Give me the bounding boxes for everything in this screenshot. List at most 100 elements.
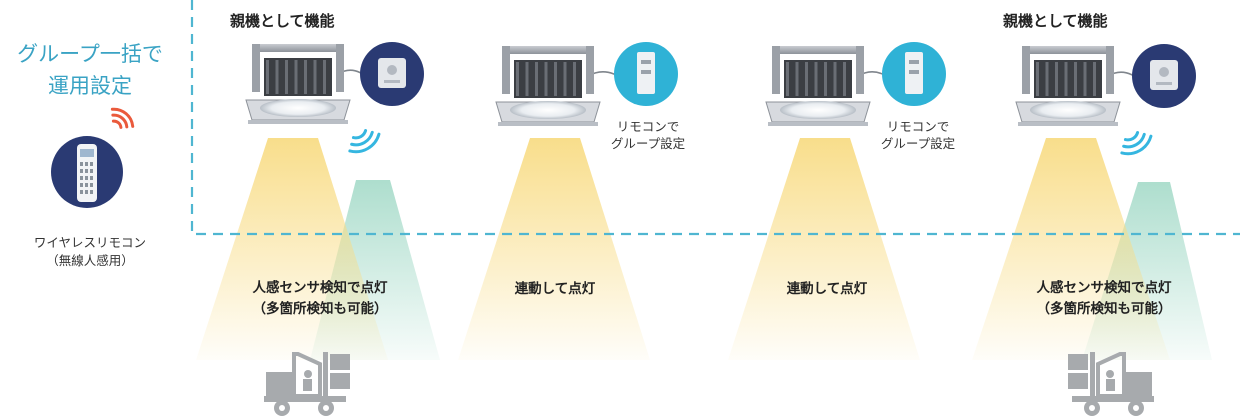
heatsink-fin (525, 62, 529, 96)
group-setting-title-line: 運用設定 (48, 74, 132, 98)
sensor-eye (1159, 67, 1169, 77)
wheel-hub (279, 405, 285, 411)
light-beam (728, 138, 920, 360)
group-setting-title: グループ一括で 運用設定 (0, 38, 180, 102)
ceiling-light-icon (765, 46, 871, 126)
cargo-box (1068, 373, 1088, 389)
remote-key (80, 190, 83, 194)
receiver-module-icon (882, 42, 946, 106)
remote-key (90, 176, 93, 180)
heatsink-fin (1036, 62, 1039, 96)
heatsink-fin (814, 62, 818, 96)
receiver-slot (641, 70, 651, 74)
heatsink (784, 60, 852, 98)
remote-key (80, 183, 83, 187)
remote-key (90, 169, 93, 173)
remote-key (90, 183, 93, 187)
beam-label-line: （多箇所検知も可能） (1036, 301, 1172, 317)
heatsink-fin (554, 62, 557, 96)
beam-label: 人感センサ検知で点灯 （多箇所検知も可能） (1009, 278, 1199, 320)
signal-wave-arc (1122, 132, 1146, 149)
heatsink-fin (313, 60, 317, 94)
group-setting-note: リモコンで グループ設定 (853, 118, 983, 152)
lamp-lens (780, 101, 856, 119)
bracket-arm (252, 44, 260, 92)
bracket-arm (772, 46, 780, 94)
remote-key (80, 176, 83, 180)
mount-bracket (1022, 46, 1114, 54)
ceiling-light-icon (1015, 46, 1121, 126)
ceiling-light-icon (245, 44, 351, 124)
remote-display (80, 149, 94, 157)
heatsink-fin (323, 60, 326, 94)
remote-key (85, 183, 88, 187)
bracket-arm (336, 44, 344, 92)
group-setting-note-line: グループ設定 (610, 136, 686, 151)
mount-bracket (252, 44, 344, 52)
signal-wave-arc (348, 132, 381, 154)
receiver-slot (641, 60, 651, 64)
remote-key (90, 190, 93, 194)
beam-label-line: 連動して点灯 (514, 281, 596, 297)
beam-label-line: 人感センサ検知で点灯 (1036, 280, 1172, 296)
light-beams (196, 138, 1212, 360)
driver-body (303, 379, 312, 391)
heatsink-fin (1064, 62, 1068, 96)
sensor-module-icon (1132, 44, 1196, 108)
group-setting-note-line: リモコンで (886, 119, 950, 134)
driver-head (304, 370, 312, 378)
heatsink-fin (573, 62, 576, 96)
heatsink (264, 58, 332, 96)
heatsink-fin (535, 62, 538, 96)
group-setting-note: リモコンで グループ設定 (583, 118, 713, 152)
heatsink-fin (266, 60, 269, 94)
heatsink (514, 60, 582, 98)
remote-label-line: ワイヤレスリモコン (33, 235, 147, 250)
lamp-lens (260, 99, 336, 117)
signal-wave-icon (1120, 131, 1153, 156)
engine-block (266, 372, 292, 396)
sensor-module-icon (360, 42, 424, 106)
heatsink-fin (563, 62, 567, 96)
signal-wave-arc (1120, 134, 1153, 156)
mount-bracket (502, 46, 594, 54)
beam-label: 連動して点灯 (460, 279, 650, 300)
group-setting-note-line: リモコンで (616, 119, 680, 134)
heatsink-fin (516, 62, 519, 96)
heatsink-fin (833, 62, 837, 96)
cargo-box (1068, 354, 1088, 370)
heatsink-fin (786, 62, 789, 96)
chassis (1072, 396, 1154, 402)
cargo-box (330, 354, 350, 370)
light-beam (196, 138, 388, 360)
group-boundary (190, 0, 1240, 236)
heatsink-fin (1074, 62, 1077, 96)
forklift-icon (1068, 352, 1154, 416)
lamp-lens (1030, 101, 1106, 119)
lamp-lens (510, 101, 586, 119)
heatsink-fin (1093, 62, 1096, 96)
remote-key (80, 162, 83, 166)
heatsink-fin (294, 60, 298, 94)
mast (323, 352, 328, 396)
mast (1090, 352, 1095, 396)
heatsink-fin (285, 60, 288, 94)
lamp-rim (248, 120, 348, 124)
beam-label: 連動して点灯 (732, 279, 922, 300)
driver-head (1106, 370, 1114, 378)
remote-label-line: （無線人感用） (46, 253, 134, 268)
wheel-hub (323, 405, 329, 411)
mount-bracket (772, 46, 864, 54)
heatsink-fin (1055, 62, 1058, 96)
bracket-arm (1106, 46, 1114, 94)
remote-key (90, 162, 93, 166)
receiver-module-icon (614, 42, 678, 106)
signal-wave-arc (350, 130, 374, 147)
heatsink (1034, 60, 1102, 98)
bracket-arm (1022, 46, 1030, 94)
wheel-hub (1089, 405, 1095, 411)
receiver-slot (909, 70, 919, 74)
group-setting-title-line: グループ一括で (17, 42, 163, 66)
signal-wave-arc (110, 107, 135, 128)
receiver-slot (909, 60, 919, 64)
